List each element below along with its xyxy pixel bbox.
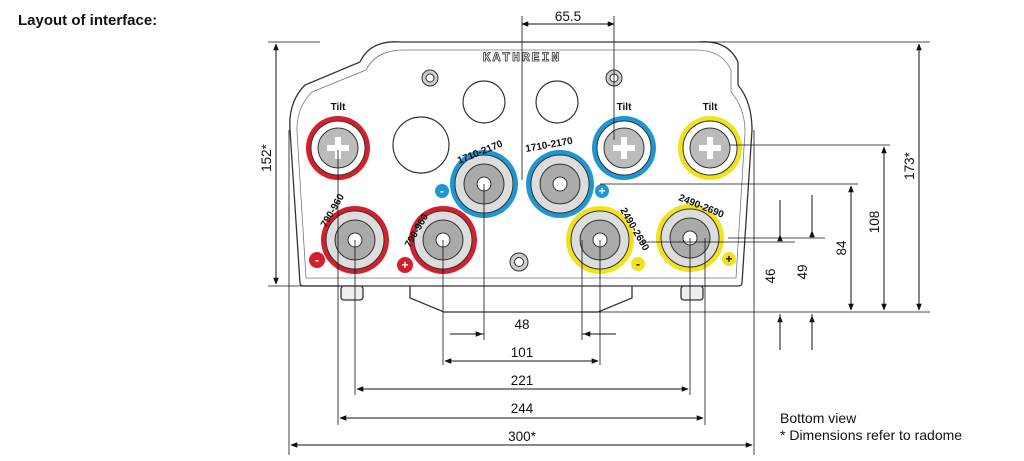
dimension-label: 46 [763,268,778,283]
brand-logo: KATHREIN [483,50,561,65]
tilt-connector-right [678,116,742,180]
dimension-label: 48 [514,317,529,332]
polarity-markers: - + - + - + [309,184,736,273]
plus-sign: + [598,184,605,198]
dimension-label: 49 [795,264,810,279]
rf-connector-1710-2170-right [526,150,594,218]
extension-lines [268,16,930,455]
dimension-label: 101 [511,345,534,360]
tilt-label: Tilt [331,102,346,113]
bolts [421,69,623,272]
view-note: Bottom view [780,410,857,426]
minus-sign: - [636,257,640,271]
dimension-lines [273,21,922,448]
dimension-label: 65.5 [555,9,581,24]
tilt-connector-middle [592,116,656,180]
dimension-label: 221 [511,373,534,388]
footnote: * Dimensions refer to radome [780,427,963,443]
tilt-label: Tilt [703,102,718,113]
tilt-label: Tilt [617,102,632,113]
page-title: Layout of interface: [18,12,158,29]
dimension-label: 300* [508,429,537,444]
minus-sign: - [315,253,319,267]
dimension-label: 152* [259,143,274,172]
dimension-label: 108 [867,211,882,234]
dimension-label: 244 [511,401,534,416]
dimension-label: 84 [834,240,849,256]
dimension-label: 173* [902,151,917,180]
minus-sign: - [440,184,444,198]
housing-outline [289,41,753,313]
blank-openings [392,80,579,174]
plus-sign: + [401,258,408,272]
plus-sign: + [725,252,732,266]
